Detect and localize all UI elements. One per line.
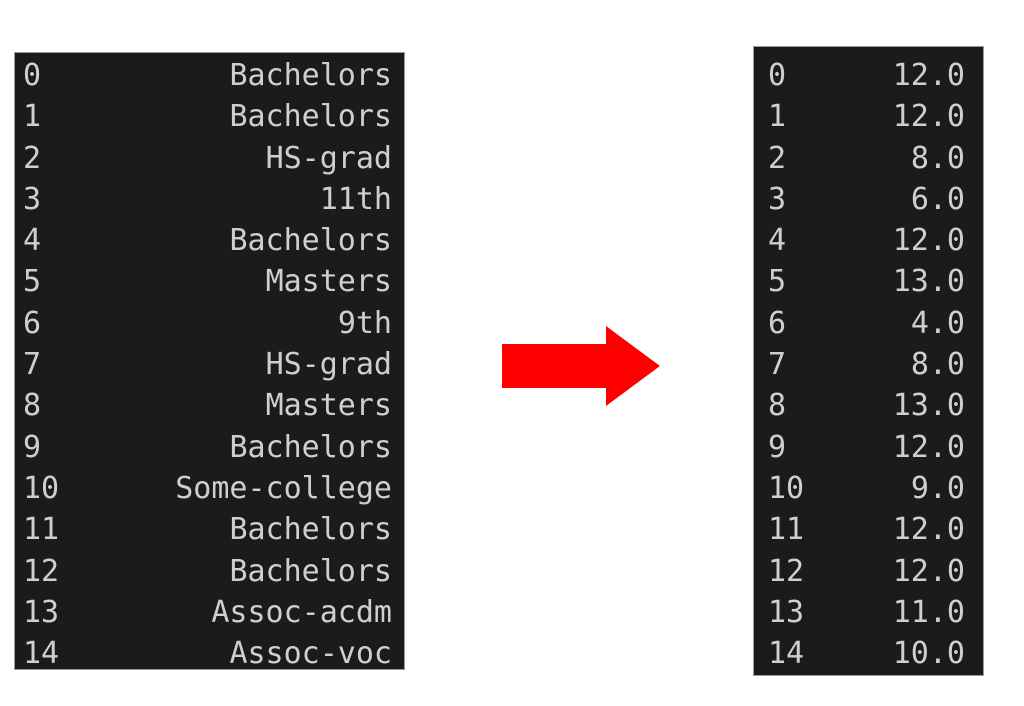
- row-value: 9th: [337, 305, 392, 341]
- right-arrow-icon: [502, 326, 660, 406]
- row-index: 8: [768, 388, 787, 424]
- table-row: 0 Bachelors: [15, 55, 404, 96]
- row-value: 8.0: [910, 140, 965, 176]
- row-value: Assoc-voc: [229, 636, 392, 670]
- row-index: 2: [23, 140, 42, 176]
- row-value: Bachelors: [229, 223, 392, 259]
- row-index: 4: [23, 223, 42, 259]
- table-row: 7 HS-grad: [15, 344, 404, 385]
- row-value: Bachelors: [229, 99, 392, 135]
- row-index: 10: [768, 470, 805, 506]
- row-value: 12.0: [892, 223, 965, 259]
- row-value: HS-grad: [265, 140, 392, 176]
- row-value: 11th: [319, 181, 392, 217]
- row-index: 12: [768, 553, 805, 589]
- table-row: 13 Assoc-acdm: [15, 592, 404, 633]
- row-index: 12: [23, 553, 60, 589]
- row-index: 9: [23, 429, 42, 465]
- table-row: 11 12.0: [754, 509, 983, 550]
- row-index: 6: [23, 305, 42, 341]
- table-row: 6 9th: [15, 303, 404, 344]
- row-value: 12.0: [892, 553, 965, 589]
- row-value: Some-college: [175, 470, 392, 506]
- table-row: 13 11.0: [754, 592, 983, 633]
- table-row: 14 Assoc-voc: [15, 633, 404, 670]
- row-index: 9: [768, 429, 787, 465]
- table-row: 8 Masters: [15, 385, 404, 426]
- row-value: 12.0: [892, 99, 965, 135]
- row-value: HS-grad: [265, 347, 392, 383]
- table-row: 1 Bachelors: [15, 96, 404, 137]
- row-index: 10: [23, 470, 60, 506]
- row-index: 0: [768, 58, 787, 93]
- table-row: 9 Bachelors: [15, 427, 404, 468]
- row-value: 10.0: [892, 636, 965, 672]
- row-index: 4: [768, 223, 787, 259]
- row-index: 2: [768, 140, 787, 176]
- table-row: 12 Bachelors: [15, 551, 404, 592]
- row-value: Bachelors: [229, 553, 392, 589]
- table-row: 4 Bachelors: [15, 220, 404, 261]
- row-value: 12.0: [892, 512, 965, 548]
- row-value: Masters: [265, 388, 392, 424]
- row-index: 8: [23, 388, 42, 424]
- row-value: 11.0: [892, 594, 965, 630]
- row-index: 13: [768, 594, 805, 630]
- table-row: 11 Bachelors: [15, 509, 404, 550]
- row-index: 1: [768, 99, 787, 135]
- row-value: 13.0: [892, 388, 965, 424]
- table-row: 3 11th: [15, 179, 404, 220]
- row-index: 5: [768, 264, 787, 300]
- row-index: 11: [23, 512, 60, 548]
- row-index: 13: [23, 594, 60, 630]
- row-index: 7: [23, 347, 42, 383]
- table-row: 5 Masters: [15, 261, 404, 302]
- row-index: 6: [768, 305, 787, 341]
- row-value: Bachelors: [229, 429, 392, 465]
- row-value: Bachelors: [229, 58, 392, 93]
- table-row: 12 12.0: [754, 551, 983, 592]
- row-index: 7: [768, 347, 787, 383]
- row-index: 5: [23, 264, 42, 300]
- row-index: 3: [23, 181, 42, 217]
- table-row: 14 10.0: [754, 633, 983, 674]
- table-row: 10 Some-college: [15, 468, 404, 509]
- row-value: Masters: [265, 264, 392, 300]
- row-value: 6.0: [910, 181, 965, 217]
- row-index: 3: [768, 181, 787, 217]
- table-row: 2 HS-grad: [15, 138, 404, 179]
- row-index: 1: [23, 99, 42, 135]
- row-value: Bachelors: [229, 512, 392, 548]
- row-value: 13.0: [892, 264, 965, 300]
- row-index: 14: [768, 636, 805, 672]
- row-value: Assoc-acdm: [211, 594, 392, 630]
- row-value: 12.0: [892, 58, 965, 93]
- row-value: 4.0: [910, 305, 965, 341]
- row-value: 12.0: [892, 429, 965, 465]
- row-index: 11: [768, 512, 805, 548]
- row-value: 8.0: [910, 347, 965, 383]
- row-index: 0: [23, 58, 42, 93]
- row-index: 14: [23, 636, 60, 670]
- row-value: 9.0: [910, 470, 965, 506]
